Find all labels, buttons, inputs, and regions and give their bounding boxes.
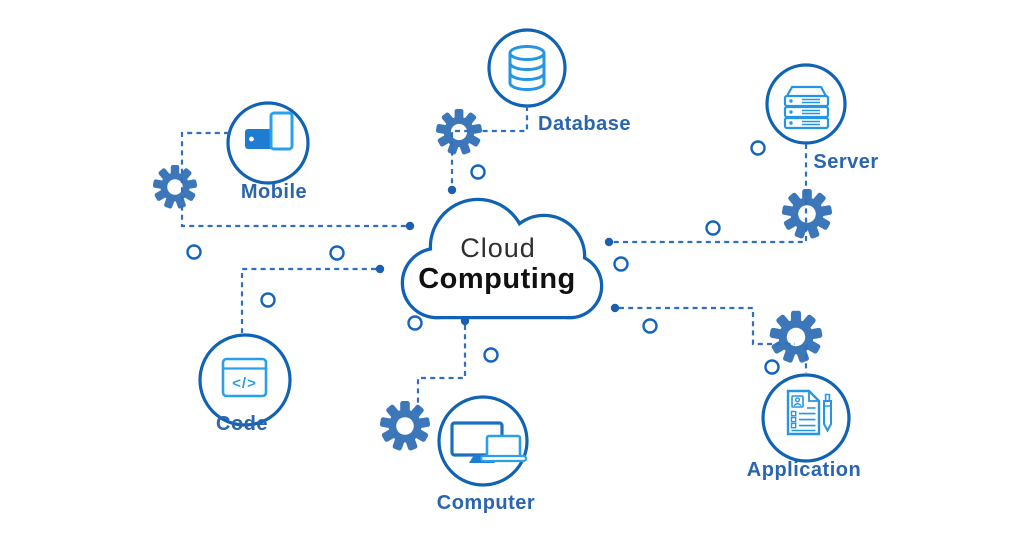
endpoint-dot: [447, 185, 457, 195]
application-label: Application: [747, 459, 861, 481]
node-circle: [186, 244, 202, 260]
connection-application-path: [619, 306, 808, 373]
server-label: Server: [813, 151, 878, 173]
gear-icon: [379, 401, 431, 452]
connection-code-path: [240, 267, 376, 333]
node-circle: [764, 359, 780, 375]
node-circle: [407, 315, 423, 331]
computer-label: Computer: [437, 492, 535, 514]
endpoint-dot: [610, 303, 620, 313]
node-circle: [642, 318, 658, 334]
code-icon: </>: [221, 357, 268, 398]
connection-mobile-path: [180, 131, 406, 228]
code-label: Code: [216, 413, 268, 435]
database-icon: [508, 45, 546, 91]
connection-database-path: [450, 106, 529, 186]
node-circle: [260, 292, 276, 308]
database-label: Database: [538, 113, 631, 135]
server-circle: [765, 63, 847, 145]
endpoint-dot: [375, 264, 385, 274]
endpoint-dot: [460, 316, 470, 326]
node-circle: [705, 220, 721, 236]
computer-icon: [450, 421, 528, 463]
network-nodes: [186, 140, 780, 375]
application-icon: [786, 389, 832, 436]
gear-icon: [769, 310, 823, 364]
cloud-title-line2: Computing: [418, 263, 576, 295]
node-circle: [329, 245, 345, 261]
endpoint-dot: [604, 237, 614, 247]
node-computer: Computer: [437, 395, 535, 514]
endpoint-dot: [405, 221, 415, 231]
node-circle: [613, 256, 629, 272]
code-glyph-text: </>: [232, 375, 257, 392]
node-circle: [470, 164, 486, 180]
database-circle: [487, 28, 567, 108]
pen-icon: [823, 393, 832, 433]
node-circle: [750, 140, 766, 156]
cloud-title-line1: Cloud: [460, 233, 536, 263]
mobile-devices-icon: [245, 111, 294, 151]
connection-computer-path: [416, 325, 467, 412]
node-circle: [483, 347, 499, 363]
node-mobile: Mobile: [226, 101, 310, 203]
gear-icon: [152, 165, 198, 210]
node-code: </> Code: [198, 333, 292, 435]
node-server: Server: [765, 63, 878, 173]
server-icon: [783, 85, 830, 130]
cloud-shape: Cloud Computing: [400, 197, 604, 320]
endpoint-dots: [375, 185, 620, 326]
node-database: Database: [487, 28, 631, 135]
mobile-label: Mobile: [241, 181, 307, 203]
node-application: Application: [747, 373, 861, 481]
